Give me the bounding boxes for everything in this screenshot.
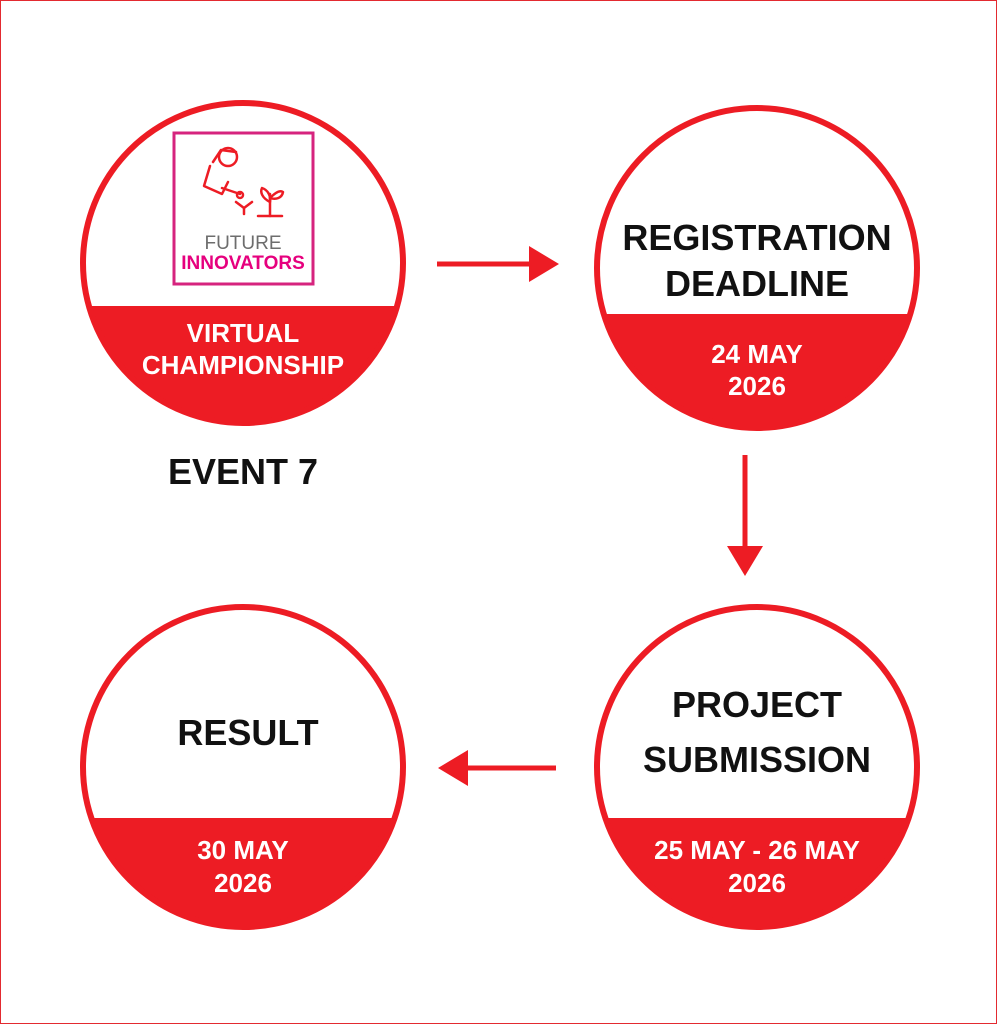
arrow-down xyxy=(727,455,763,576)
sprout-icon xyxy=(256,186,285,218)
future-innovators-logo: FUTURE INNOVATORS xyxy=(172,131,315,286)
step4-subtitle-line1: 30 MAY xyxy=(197,835,289,865)
step3-subtitle-line2: 2026 xyxy=(728,868,786,898)
step1-subtitle-line2: CHAMPIONSHIP xyxy=(142,350,344,380)
arrow-left xyxy=(438,750,556,786)
step-result: RESULT 30 MAY 2026 xyxy=(80,604,406,930)
step3-subtitle-line1: 25 MAY - 26 MAY xyxy=(654,835,860,865)
step2-title-line1: REGISTRATION xyxy=(622,217,891,258)
logo-line2: INNOVATORS xyxy=(181,253,305,274)
step-project-submission: PROJECT SUBMISSION 25 MAY - 26 MAY 2026 xyxy=(594,604,920,930)
robot-arm-icon xyxy=(202,146,254,216)
step-registration-deadline: REGISTRATION DEADLINE 24 MAY 2026 xyxy=(594,105,920,431)
logo-line1: FUTURE xyxy=(204,233,281,254)
step2-subtitle-line2: 2026 xyxy=(728,371,786,401)
step2-title-line2: DEADLINE xyxy=(665,263,849,304)
step3-title-line1: PROJECT xyxy=(672,684,842,725)
step-virtual-championship: FUTURE INNOVATORS VIRTUAL CHAMPIONSHIP xyxy=(80,100,406,426)
arrow-right xyxy=(437,246,559,282)
step3-title-line2: SUBMISSION xyxy=(643,739,871,780)
step2-subtitle-line1: 24 MAY xyxy=(711,339,803,369)
step4-title-line1: RESULT xyxy=(177,712,318,753)
step4-subtitle-line2: 2026 xyxy=(214,868,272,898)
step1-subtitle-line1: VIRTUAL xyxy=(187,318,300,348)
event-label: EVENT 7 xyxy=(168,451,318,492)
